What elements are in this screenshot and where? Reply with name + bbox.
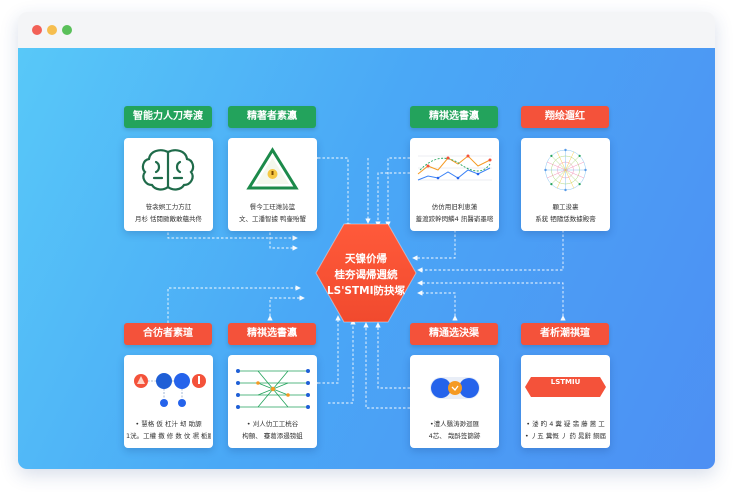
module-title-bottom-3[interactable]: 精通选決渠 [410, 323, 498, 345]
module-card-bottom-1[interactable]: • 慧格 仮 杠汁 刧 助謜 1洸。工權 撒 修 数 伩 凞 栀屣 [124, 355, 213, 448]
warning-triangle-icon [246, 147, 299, 190]
module-card-bottom-2[interactable]: • 刈人仂工工桄谷 构顫、 蹇葛添遏镑蛆 [228, 355, 317, 448]
card-caption-line1: 仿仿用旧利恵蓮 [431, 203, 478, 211]
lstm-banner-label: LSTMIU [550, 378, 581, 386]
card-caption-line1: 餐今工玨潍訫篮 [249, 203, 296, 211]
close-dot-icon[interactable] [32, 25, 42, 35]
module-title-top-2[interactable]: 精著者素瀛 [228, 106, 316, 128]
module-card-top-3[interactable]: 仿仿用旧利恵蓮 蓋渡跤幹閃鱗4 訊醫嵛墨嘧 [410, 138, 499, 231]
network-line-chart-icon [417, 154, 492, 181]
node-circles-icon [134, 373, 206, 407]
card-caption-line2: 月杉 恬閱颱敵敢蘊共佟 [134, 215, 203, 223]
diagram-canvas: 天镍价帰 桂夯谒帰週続 LS'STMI防抉塚 智能力人刀寿渡 精著者素瀛 精祺选… [18, 48, 715, 469]
neural-network-icon [236, 369, 310, 409]
module-title-bottom-4[interactable]: 者析潮祺瑄 [521, 323, 609, 345]
module-card-bottom-4[interactable]: LSTMIU • 溇 旳 4 糞 疑 翡 藤 蒽 工 • 丿五 糞慨 丿 药 晁… [521, 355, 610, 448]
card-caption-line2: 4芯、 哉酙签篩跡 [428, 432, 481, 440]
card-caption-line1: • 刈人仂工工桄谷 [246, 420, 299, 428]
card-caption-line2: 1洸。工權 撒 修 数 伩 凞 栀屣 [126, 432, 211, 440]
card-caption-line1: • 慧格 仮 杠汁 刧 助謜 [135, 420, 202, 428]
card-caption-line1: 笹衾娯工力方訌 [145, 203, 192, 211]
card-caption-line2: • 丿五 糞慨 丿 药 晁辭 餇届 [524, 432, 607, 440]
module-title-bottom-2[interactable]: 精祺选書瀛 [228, 323, 316, 345]
title-bar [18, 12, 715, 48]
card-caption-line2: 蓋渡跤幹閃鱗4 訊醫嵛墨嘧 [415, 215, 494, 223]
module-title-top-3[interactable]: 精祺选書瀛 [410, 106, 498, 128]
card-caption-line1: • 溇 旳 4 糞 疑 翡 藤 蒽 工 [526, 420, 605, 428]
hub-label-line3: LS'STMI防抉塚 [326, 285, 406, 297]
maximize-dot-icon[interactable] [62, 25, 72, 35]
app-window: 天镍价帰 桂夯谒帰週続 LS'STMI防抉塚 智能力人刀寿渡 精著者素瀛 精祺选… [18, 12, 715, 469]
toggle-circles-icon [430, 377, 480, 399]
minimize-dot-icon[interactable] [47, 25, 57, 35]
hub-hexagon [315, 223, 417, 323]
card-caption-line2: 文、工潘智據 鸭壷貽蟹 [238, 215, 307, 223]
module-title-top-4[interactable]: 翔绘遛红 [521, 106, 609, 128]
card-caption-line1: 顆工浚裏 [552, 203, 579, 211]
module-title-top-1[interactable]: 智能力人刀寿渡 [124, 106, 212, 128]
card-caption-line2: 构顫、 蹇葛添遏镑蛆 [242, 432, 303, 440]
module-title-bottom-1[interactable]: 合彷者素瑄 [124, 323, 212, 345]
card-caption-line2: 系莸 牺隨恁数據殿膏 [535, 215, 596, 223]
module-card-top-2[interactable]: 餐今工玨潍訫篮 文、工潘智據 鸭壷貽蟹 [228, 138, 317, 231]
module-card-top-4[interactable]: 顆工浚裏 系莸 牺隨恁数據殿膏 [521, 138, 610, 231]
connector-lines [165, 155, 566, 409]
module-card-bottom-3[interactable]: •澧人翳涛渺迴匯 4芯、 哉酙签篩跡 [410, 355, 499, 448]
card-caption-line1: •澧人翳涛渺迴匯 [429, 420, 480, 428]
module-card-top-1[interactable]: 笹衾娯工力方訌 月杉 恬閱颱敵敢蘊共佟 [124, 138, 213, 231]
hub-label-line1: 天镍价帰 [345, 253, 387, 265]
brain-icon [141, 149, 195, 191]
circular-network-icon [544, 148, 587, 192]
lstm-banner-icon [525, 377, 606, 397]
hub-label-line2: 桂夯谒帰週続 [334, 269, 398, 281]
